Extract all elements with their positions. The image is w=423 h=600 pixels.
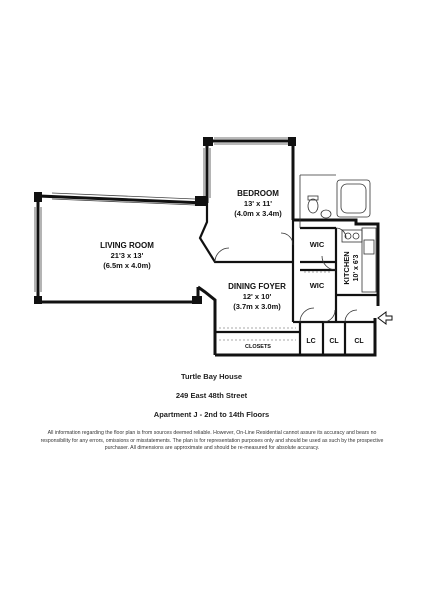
disclaimer-text: All information regarding the floor plan… xyxy=(40,430,384,451)
lc-label: LC xyxy=(306,338,315,345)
room-labels: BEDROOM 13' x 11' (4.0m x 3.4m) LIVING R… xyxy=(100,189,364,350)
closets-label: CLOSETS xyxy=(245,344,271,350)
door-swings xyxy=(214,227,358,323)
bathtub xyxy=(336,179,371,218)
closet-rods xyxy=(219,271,332,341)
toilet xyxy=(307,198,319,214)
bedroom-size: 13' x 11' xyxy=(244,199,272,208)
bedroom-size-metric: (4.0m x 3.4m) xyxy=(234,209,282,218)
living-room-size-metric: (6.5m x 4.0m) xyxy=(103,261,151,270)
columns xyxy=(34,137,296,304)
building-name: Turtle Bay House xyxy=(180,372,243,381)
dining-foyer-size: 12' x 10' xyxy=(243,292,272,301)
windows xyxy=(34,137,288,292)
kitchen-size: 10' x 6'3 xyxy=(353,255,360,282)
wic-label-1: WIC xyxy=(310,240,325,249)
kitchen-sink xyxy=(363,239,375,255)
living-room-size: 21'3 x 13' xyxy=(111,251,144,260)
bedroom-name: BEDROOM xyxy=(237,189,279,198)
dining-foyer-size-metric: (3.7m x 3.0m) xyxy=(233,302,281,311)
dining-foyer-name: DINING FOYER xyxy=(228,282,286,291)
kitchen-counter xyxy=(361,227,377,293)
sink xyxy=(320,209,332,219)
kitchen-name: KITCHEN xyxy=(342,251,351,284)
kitchen-fixtures xyxy=(341,227,377,293)
interior-walls xyxy=(198,203,378,355)
living-room-name: LIVING ROOM xyxy=(100,241,154,250)
cl-label-2: CL xyxy=(354,338,364,345)
entry-arrow-icon xyxy=(377,311,393,325)
wic-label-2: WIC xyxy=(310,281,325,290)
bathroom-fixtures xyxy=(299,174,371,228)
cl-label-1: CL xyxy=(329,338,339,345)
apartment-unit: Apartment J - 2nd to 14th Floors xyxy=(153,410,270,419)
building-address: 249 East 48th Street xyxy=(175,391,248,400)
